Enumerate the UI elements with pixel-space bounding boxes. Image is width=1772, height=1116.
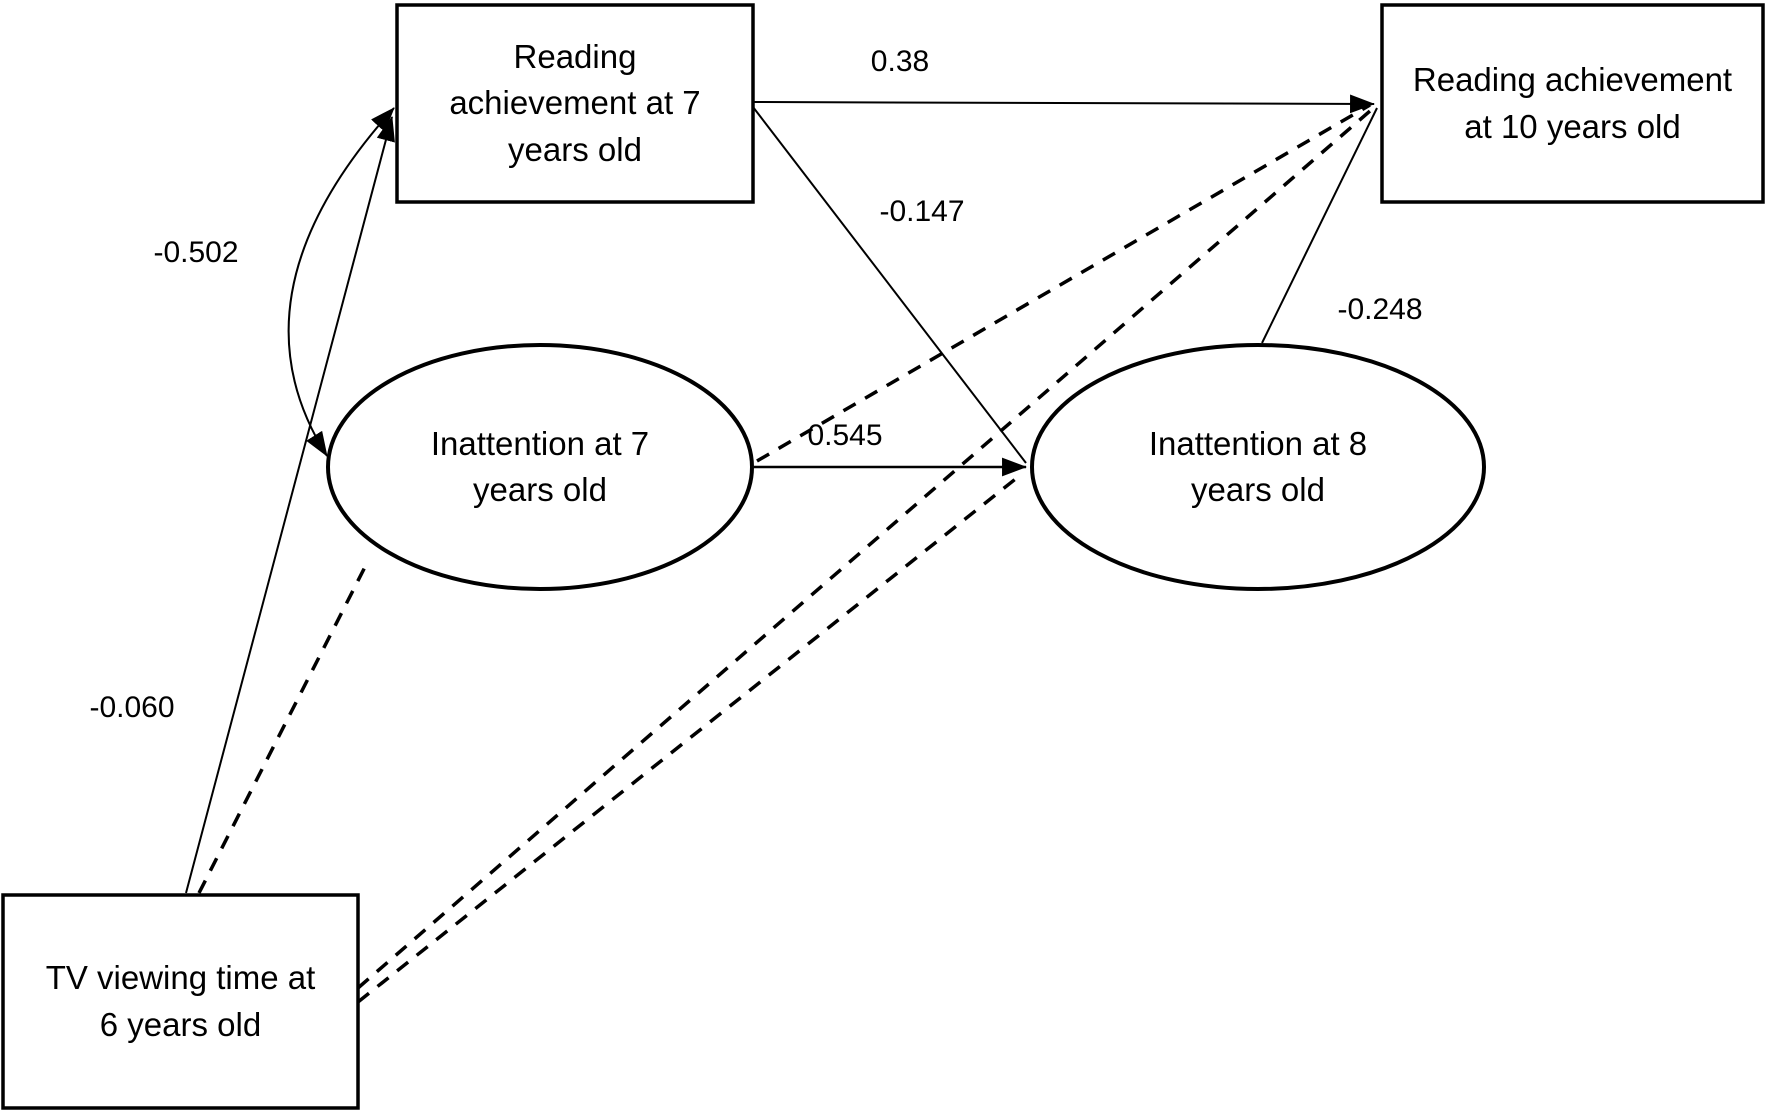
edge-tv6-to-inattention8-dashed [356, 471, 1025, 1004]
node-inattention8-ellipse [1030, 343, 1486, 591]
edge-reading7-to-inattention8 [752, 106, 1027, 464]
edge-inattention7-to-reading10-dashed [756, 103, 1371, 463]
node-tv6-box [1, 893, 360, 1110]
edge-tv6-to-inattention7-dashed [197, 562, 369, 894]
node-inattention7-ellipse [326, 343, 754, 591]
node-reading10-box [1380, 3, 1765, 204]
edge-reading7-to-reading10 [752, 94, 1376, 114]
node-reading7-box [395, 3, 755, 204]
edge-reading7-inattention7-covariance [287, 107, 395, 457]
edge-inattention8-to-reading10 [1261, 107, 1378, 344]
